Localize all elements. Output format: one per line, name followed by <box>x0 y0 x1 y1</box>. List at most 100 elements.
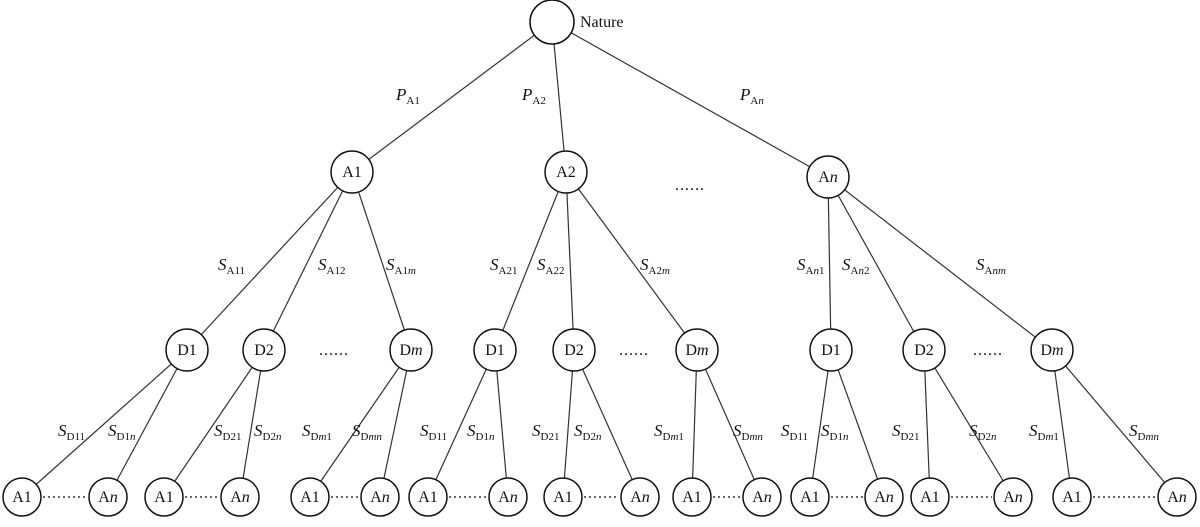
leaf-3-1-first-label: A1 <box>800 489 820 506</box>
level1-node-1-label: A1 <box>342 164 362 181</box>
d-node-2-1-label: D1 <box>485 342 505 359</box>
leaf-2-2-last-label: An <box>630 489 650 506</box>
d2-1-edge-2 <box>494 349 509 498</box>
leaf-3-1-last-circle <box>864 477 904 517</box>
a2-edge-label-1: SA21 <box>490 255 517 277</box>
d3-1-edge-label-1: SD11 <box>781 421 808 443</box>
level1-node-1-circle <box>330 150 374 194</box>
leaf-1-3-first-circle <box>290 477 330 517</box>
a1-edge-2 <box>263 171 353 351</box>
leaf-2-1-last-label: An <box>498 489 518 506</box>
root-node <box>529 0 575 45</box>
d1-2-edge-label-2: SD2n <box>254 421 282 443</box>
leaf-3-2-last-circle <box>993 477 1033 517</box>
root-node-circle <box>529 0 575 45</box>
d2-2-edge-label-1: SD21 <box>532 421 559 443</box>
a2-edge-1 <box>494 171 567 351</box>
root-edge-2 <box>551 21 567 173</box>
leaf-3-2-first: A1 <box>910 477 950 517</box>
d-node-3-2-circle <box>902 328 946 372</box>
d3-1-edge-1 <box>809 349 832 498</box>
d-node-2-3-circle <box>675 328 719 372</box>
leaf-1-1-last-label: An <box>98 489 118 506</box>
d-node-3-2: D2 <box>902 328 946 372</box>
d-ellipsis-3: ...... <box>973 342 1003 359</box>
leaf-2-2-first: A1 <box>543 477 583 517</box>
d1-1-edge-1 <box>21 349 188 498</box>
d1-3-edge-label-1: SDm1 <box>302 421 332 443</box>
d1-3-edge-label-2: SDmn <box>352 421 382 443</box>
a2-edge-3 <box>565 171 698 351</box>
root-edge-1 <box>351 21 553 173</box>
leaf-3-1-last: An <box>864 477 904 517</box>
root-edge-3 <box>551 21 829 178</box>
leaf-1-1-first-label: A1 <box>12 489 32 506</box>
leaf-1-2-last: An <box>220 477 260 517</box>
d-node-1-3-circle <box>389 328 433 372</box>
d-node-2-3-label: Dm <box>685 342 708 359</box>
a3-edge-3 <box>827 176 1053 351</box>
level1-node-2: A2 <box>544 150 588 194</box>
d-node-3-1-label: D1 <box>821 342 841 359</box>
d-node-1-1-label: D1 <box>177 342 197 359</box>
d-node-3-3: Dm <box>1030 328 1074 372</box>
d-node-1-3: Dm <box>389 328 433 372</box>
root-node-label: Nature <box>580 14 624 31</box>
root-edge-label-3: PAn <box>739 85 764 107</box>
leaf-3-3-first: A1 <box>1052 477 1092 517</box>
d1-2-edge-label-1: SD21 <box>214 421 241 443</box>
a3-edge-label-3: SAnm <box>976 255 1006 277</box>
leaf-3-1-first: A1 <box>790 477 830 517</box>
d-node-1-1: D1 <box>165 328 209 372</box>
a1-edge-label-2: SA12 <box>318 255 345 277</box>
leaf-2-1-last: An <box>488 477 528 517</box>
leaf-3-3-last-label: An <box>1167 489 1187 506</box>
leaf-3-3-first-circle <box>1052 477 1092 517</box>
d2-2-edge-label-2: SD2n <box>574 421 602 443</box>
root-edge-label-1: PA1 <box>395 85 420 107</box>
d2-1-edge-label-2: SD1n <box>467 421 495 443</box>
leaf-1-1-last-circle <box>88 477 128 517</box>
d-node-1-2-circle <box>242 328 286 372</box>
d-node-2-2-label: D2 <box>564 342 584 359</box>
d-node-1-2-label: D2 <box>254 342 274 359</box>
leaf-2-3-last-circle <box>742 477 782 517</box>
d2-1-edge-1 <box>427 349 496 498</box>
leaf-3-2-first-label: A1 <box>920 489 940 506</box>
level1-node-3-label: An <box>818 169 838 186</box>
level1-node-2-circle <box>544 150 588 194</box>
leaf-1-2-first: A1 <box>144 477 184 517</box>
d-node-1-3-label: Dm <box>399 342 422 359</box>
d-node-2-1: D1 <box>473 328 517 372</box>
d-ellipsis-1: ...... <box>319 342 349 359</box>
d2-3-edge-2 <box>696 349 763 498</box>
leaf-1-3-first-label: A1 <box>300 489 320 506</box>
d1-1-edge-label-2: SD1n <box>108 421 136 443</box>
leaf-3-1-last-label: An <box>874 489 894 506</box>
d-node-1-2: D2 <box>242 328 286 372</box>
d-node-3-3-label: Dm <box>1040 342 1063 359</box>
leaf-2-3-first-label: A1 <box>682 489 702 506</box>
leaf-2-3-first: A1 <box>672 477 712 517</box>
d1-2-edge-1 <box>163 349 265 498</box>
leaf-1-1-last: An <box>88 477 128 517</box>
leaf-3-2-last: An <box>993 477 1033 517</box>
d-node-1-1-circle <box>165 328 209 372</box>
a3-edge-2 <box>827 176 925 351</box>
d1-3-edge-2 <box>379 349 412 498</box>
d2-3-edge-label-2: SDmn <box>733 421 763 443</box>
leaf-1-2-last-label: An <box>230 489 250 506</box>
leaf-3-2-first-circle <box>910 477 950 517</box>
d-node-3-1-circle <box>809 328 853 372</box>
leaf-2-2-last: An <box>620 477 660 517</box>
leaf-1-2-first-circle <box>144 477 184 517</box>
edges-layer <box>21 21 1178 498</box>
d2-1-edge-label-1: SD11 <box>420 421 447 443</box>
a3-edge-1 <box>827 176 832 351</box>
leaf-3-2-last-label: An <box>1003 489 1023 506</box>
a1-edge-label-1: SA11 <box>218 255 245 277</box>
root-edge-label-2: PA2 <box>521 85 546 107</box>
d3-2-edge-1 <box>923 349 931 498</box>
